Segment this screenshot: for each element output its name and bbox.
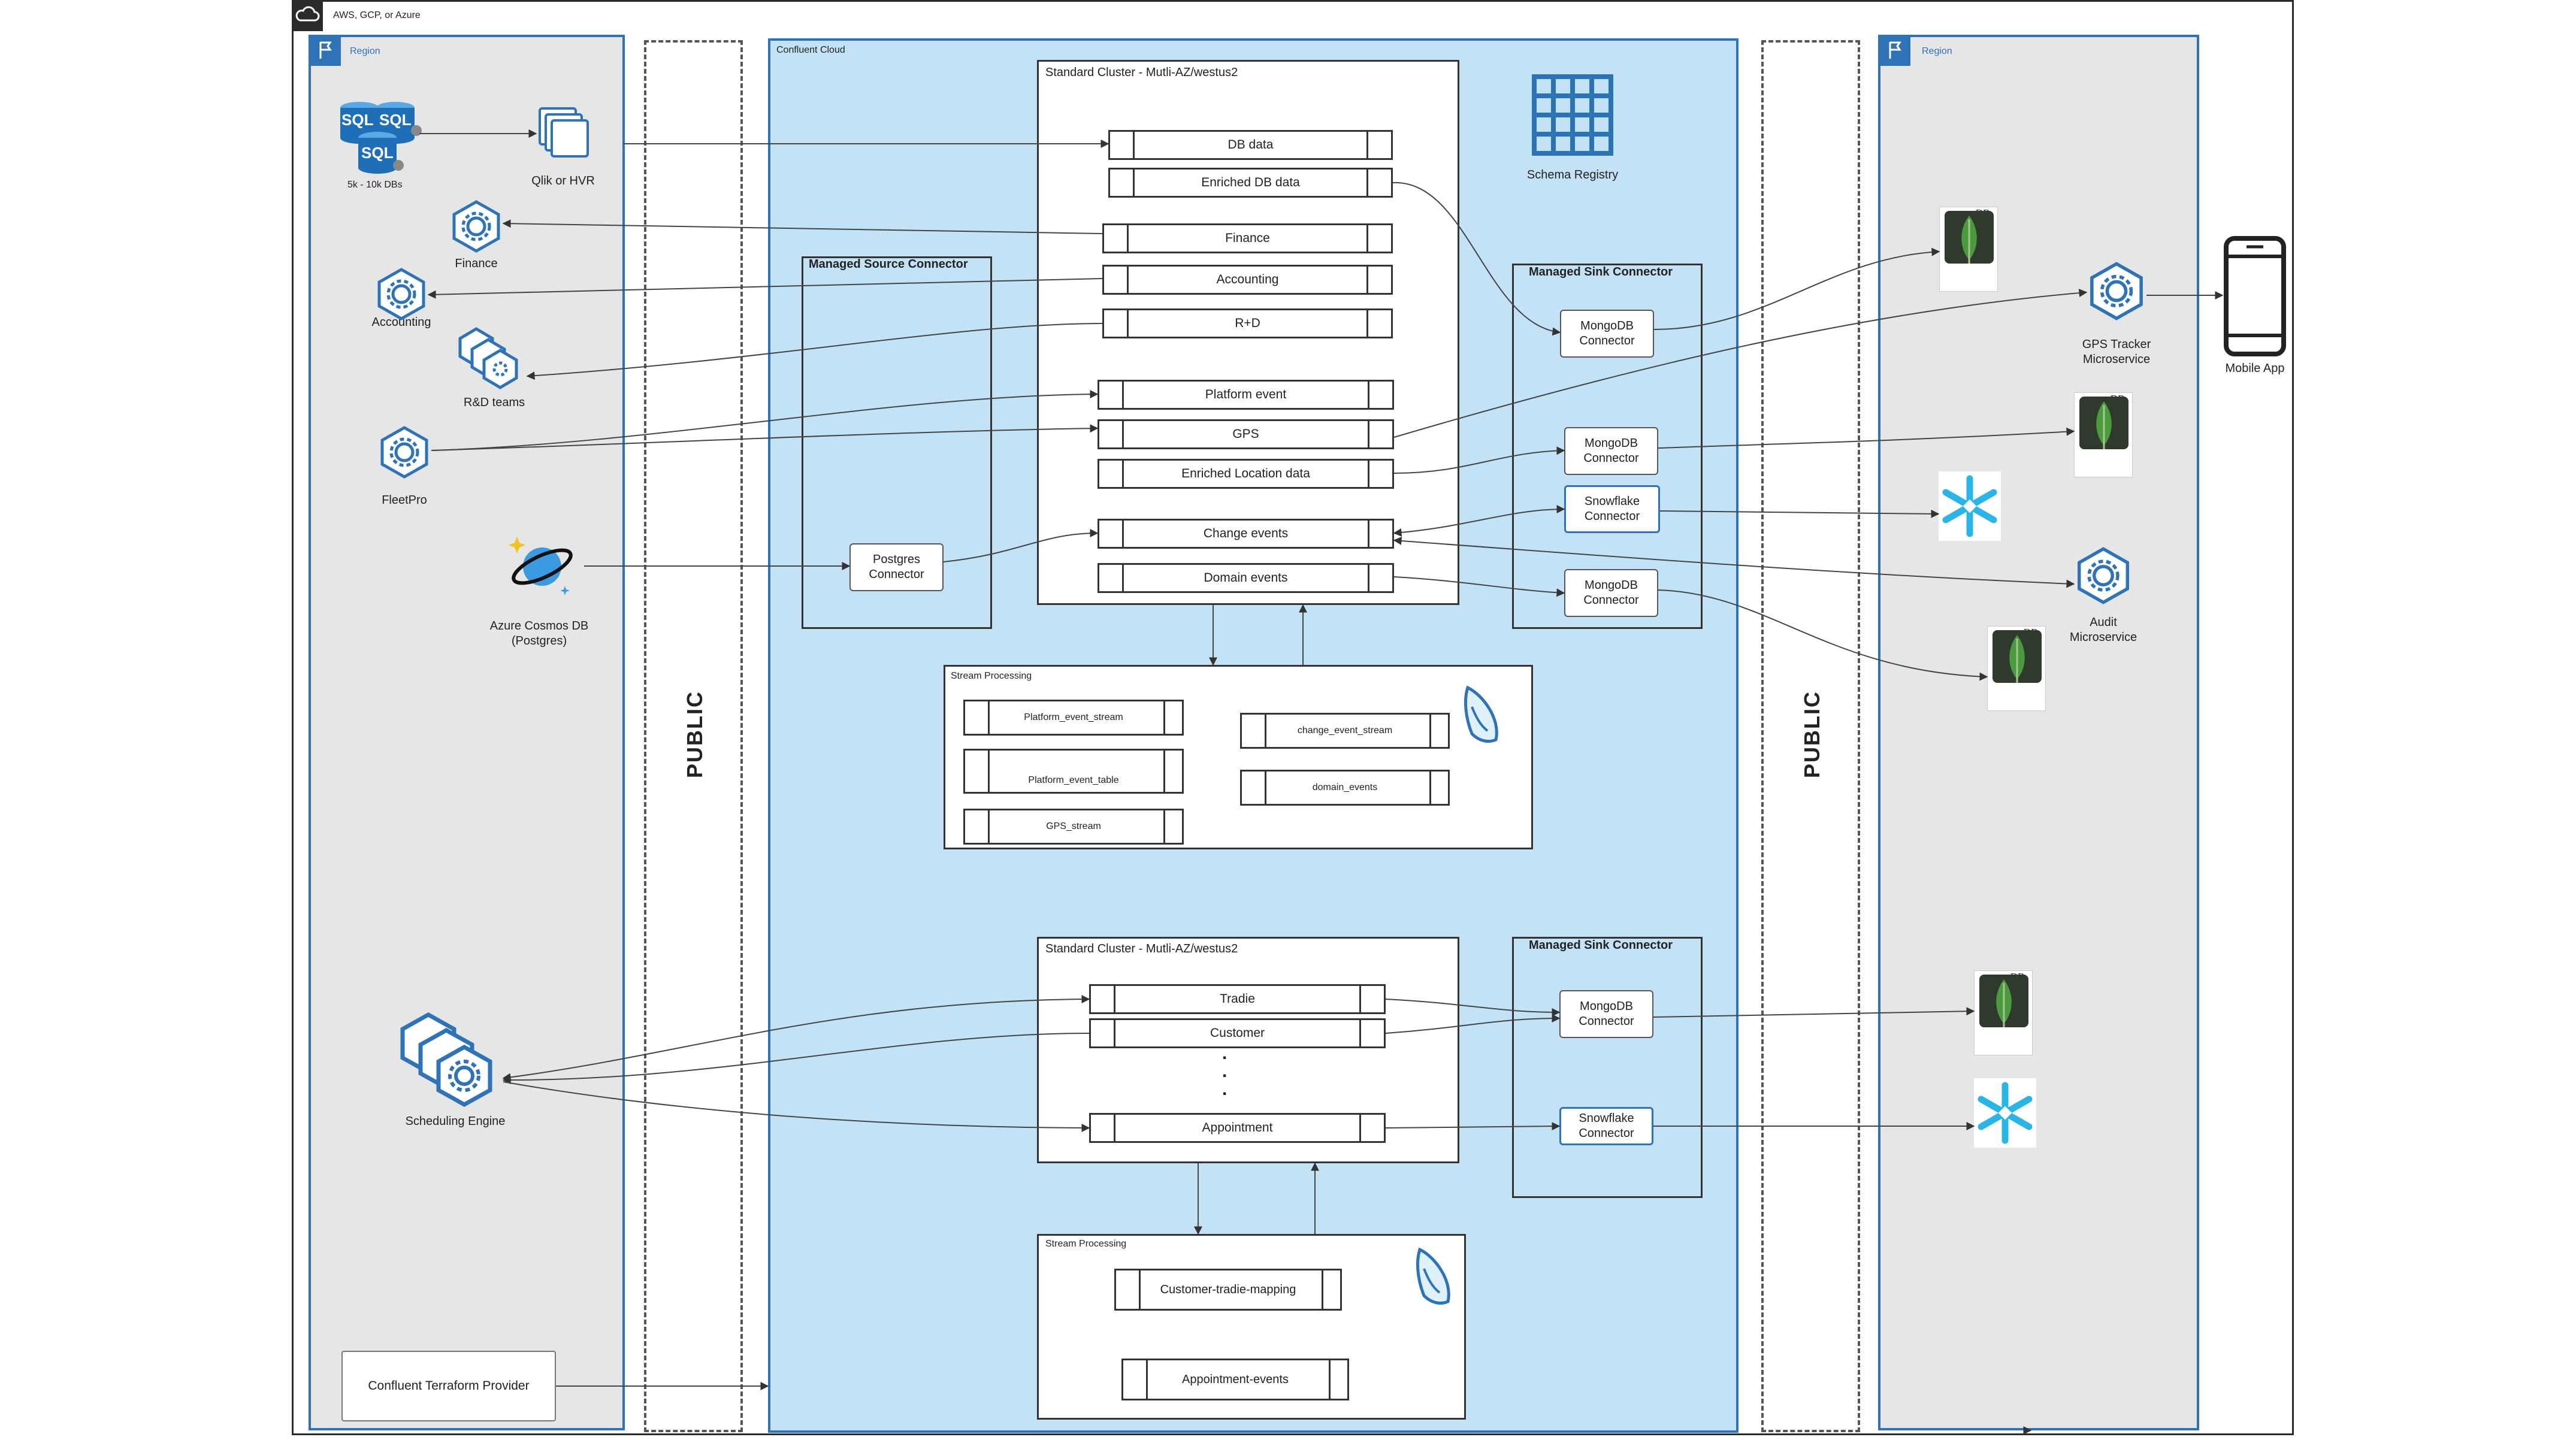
cluster-1-title: Standard Cluster - Mutli-AZ/westus2 <box>1045 66 1238 79</box>
gps-tracker-label-1: GPS Tracker <box>2082 338 2151 351</box>
left-region <box>309 35 625 1430</box>
ellipsis-dot-3: . <box>1222 1079 1227 1099</box>
scheduling-engine-label: Scheduling Engine <box>405 1115 506 1128</box>
finance-label: Finance <box>455 257 498 270</box>
fleetpro-label: FleetPro <box>382 494 427 507</box>
fleetpro-service-icon <box>377 425 431 479</box>
public-label-right: PUBLIC <box>1800 691 1824 778</box>
cloud-provider-label: AWS, GCP, or Azure <box>333 10 421 20</box>
topic-rd[interactable]: R+D <box>1102 308 1393 338</box>
left-region-label: Region <box>350 46 380 56</box>
mongodb-icon-3: mongoDB <box>1987 626 2046 711</box>
accounting-service-icon <box>374 267 428 321</box>
cosmos-label-2: (Postgres) <box>511 634 567 648</box>
public-zone-left <box>644 40 743 1432</box>
ellipsis-dot-2: . <box>1222 1061 1227 1081</box>
cluster-2-title: Standard Cluster - Mutli-AZ/westus2 <box>1045 942 1238 955</box>
mongodb-icon-1: mongoDB <box>1939 207 1998 292</box>
sp-topic-platform-event-stream[interactable]: Platform_event_stream <box>963 700 1184 736</box>
flink-squirrel-icon <box>1459 683 1507 749</box>
flink-squirrel-icon-2 <box>1411 1245 1459 1311</box>
cloud-icon <box>295 6 320 22</box>
right-region <box>1878 35 2199 1430</box>
qlik-label: Qlik or HVR <box>531 174 595 187</box>
region-flag-icon-right <box>1879 35 1910 66</box>
audit-label-2: Microservice <box>2069 631 2137 644</box>
snowflake-icon-2 <box>1974 1078 2036 1148</box>
sp-topic-customer-tradie-mapping[interactable]: Customer-tradie-mapping <box>1114 1269 1342 1311</box>
topic-gps[interactable]: GPS <box>1097 419 1394 449</box>
snowflake-icon-1 <box>1939 471 2001 541</box>
sql-icon-text-2: SQL <box>379 111 412 129</box>
topic-customer[interactable]: Customer <box>1089 1018 1386 1048</box>
cosmos-label-1: Azure Cosmos DB <box>489 619 589 633</box>
sql-icon-text-1: SQL <box>341 111 374 129</box>
topic-change-events[interactable]: Change events <box>1097 519 1394 549</box>
gps-tracker-label-2: Microservice <box>2082 353 2151 366</box>
topic-accounting[interactable]: Accounting <box>1102 265 1393 295</box>
sql-icon-text-3: SQL <box>361 144 394 162</box>
scheduling-engine-icon <box>395 1012 503 1114</box>
sp-topic-appointment-events[interactable]: Appointment-events <box>1121 1359 1349 1400</box>
managed-source-connector-title: Managed Source Connector <box>809 258 968 271</box>
stream-processing-2-title: Stream Processing <box>1045 1239 1127 1249</box>
public-label-left: PUBLIC <box>682 691 707 778</box>
mongodb-icon-2: mongoDB <box>2074 392 2133 477</box>
accounting-label: Accounting <box>371 316 431 329</box>
confluent-terraform-provider[interactable]: Confluent Terraform Provider <box>341 1351 556 1421</box>
topic-appointment[interactable]: Appointment <box>1089 1113 1386 1143</box>
cloud-icon-box <box>292 0 323 31</box>
managed-sink-connector-title-2: Managed Sink Connector <box>1529 939 1673 952</box>
topic-finance[interactable]: Finance <box>1102 223 1393 253</box>
sp-topic-gps-stream[interactable]: GPS_stream <box>963 809 1184 845</box>
stream-processing-1-title: Stream Processing <box>951 671 1032 681</box>
audit-service-icon <box>2074 546 2133 605</box>
azure-cosmos-db-icon <box>506 532 578 598</box>
gps-tracker-service-icon <box>2087 261 2146 321</box>
sp-topic-platform-event-table[interactable]: Platform_event_table <box>963 749 1184 794</box>
schema-registry-label: Schema Registry <box>1526 168 1619 181</box>
schema-registry-icon[interactable] <box>1531 73 1614 157</box>
topic-platform-event[interactable]: Platform event <box>1097 380 1394 410</box>
mongodb-icon-4: mongoDB <box>1974 970 2033 1055</box>
managed-sink-connector-title-1: Managed Sink Connector <box>1529 265 1673 279</box>
rd-teams-icon <box>455 326 527 392</box>
topic-db-data[interactable]: DB data <box>1108 130 1393 160</box>
confluent-cloud-label: Confluent Cloud <box>776 45 845 55</box>
audit-label-1: Audit <box>2090 616 2117 629</box>
ellipsis-dot-1: . <box>1222 1043 1227 1063</box>
sql-databases-icon <box>335 90 431 180</box>
right-region-label: Region <box>1922 46 1952 56</box>
mobile-app-label: Mobile App <box>2225 362 2285 375</box>
topic-enriched-db-data[interactable]: Enriched DB data <box>1108 168 1393 198</box>
sp-topic-domain-events[interactable]: domain_events <box>1240 770 1450 806</box>
mobile-phone-icon <box>2223 235 2287 358</box>
rd-teams-label: R&D teams <box>463 396 525 409</box>
finance-service-icon <box>449 199 503 253</box>
managed-sink-connector-group-2 <box>1512 937 1703 1198</box>
topic-enriched-location-data[interactable]: Enriched Location data <box>1097 459 1394 489</box>
topic-domain-events[interactable]: Domain events <box>1097 563 1394 593</box>
sql-dbs-label: 5k - 10k DBs <box>347 180 403 190</box>
topic-tradie[interactable]: Tradie <box>1089 984 1386 1014</box>
qlik-icon <box>536 105 596 165</box>
sp-topic-change-event-stream[interactable]: change_event_stream <box>1240 713 1450 749</box>
region-flag-icon <box>310 35 341 66</box>
